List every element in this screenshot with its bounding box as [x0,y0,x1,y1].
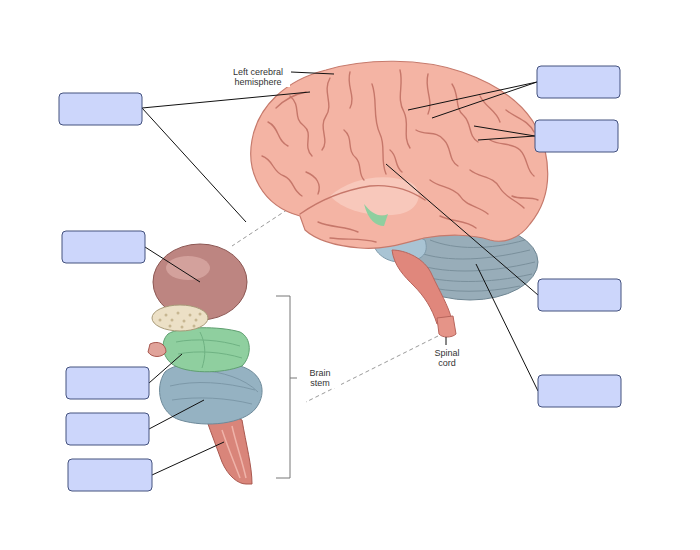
brain-stem-inset [148,244,262,484]
blank-label-boxes [59,66,621,491]
region-label: Left cerebral hemisphere [226,67,290,87]
region-label: Spinal cord [426,348,468,368]
cerebrum [251,61,548,248]
region-label: Brain stem [299,368,341,388]
spinal-cord [437,316,456,337]
leader-lines [142,72,538,475]
bracket [276,296,297,478]
brain-stem [392,250,452,324]
